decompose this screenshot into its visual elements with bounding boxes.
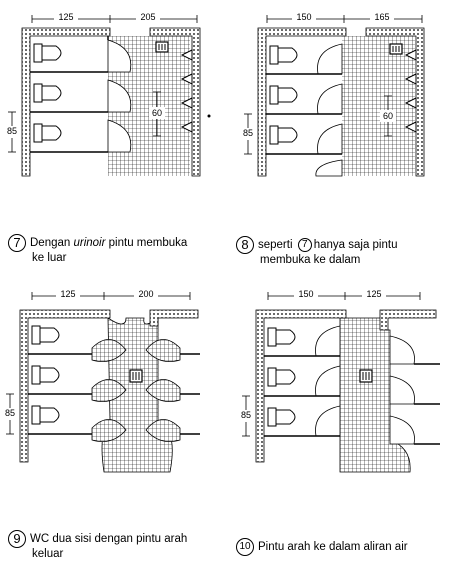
- panel-7-side-dimension: [4, 111, 20, 153]
- panel-9-dim-side: 85: [4, 408, 15, 418]
- panel-7-urinal: [180, 121, 193, 133]
- panel-7-inner-dimension: [149, 91, 165, 137]
- panel-9-toilet: [31, 365, 60, 385]
- panel-7-number: 7: [8, 234, 26, 252]
- panel-8-urinal: [404, 49, 417, 61]
- panel-10-dim-right: 125: [366, 289, 382, 299]
- panel-9-number: 9: [8, 530, 26, 548]
- panel-9-wall-right: [149, 309, 199, 327]
- panel-8-urinal: [404, 97, 417, 109]
- panel-8-wall-right: [365, 27, 425, 177]
- panel-8-dim-left: 150: [296, 12, 312, 22]
- panel-7-plan: [4, 13, 211, 177]
- panel-7-toilet: [33, 123, 62, 143]
- panel-8-inner-dimension: [380, 95, 396, 137]
- panel-8-plan: [240, 13, 425, 177]
- panel-8-urinal: [404, 121, 417, 133]
- panel-9-toilet: [31, 405, 60, 425]
- panel-8-side-dimension: [240, 113, 256, 155]
- panel-7-dim-inner: 60: [151, 108, 162, 118]
- panel-10-number: 10: [236, 538, 254, 556]
- panel-7-wall: [21, 27, 111, 177]
- panel-9-toilet: [31, 325, 60, 345]
- panel-7-dim-side: 85: [6, 126, 17, 136]
- panel-7-toilet: [33, 83, 62, 103]
- panel-8-number: 8: [236, 236, 254, 254]
- panel-8-urinal: [404, 73, 417, 85]
- panel-9-dim-left: 125: [60, 289, 76, 299]
- panel-9-side-dimension: [2, 393, 18, 435]
- panel-7-urinal: [180, 97, 193, 109]
- panel-8-toilet: [269, 45, 298, 65]
- panel-10-wall-right: [379, 309, 437, 331]
- panel-10-plan: [238, 290, 440, 473]
- panel-10-top-dimension: [267, 290, 421, 301]
- panel-7-top-dimension: [31, 13, 198, 24]
- panel-10-toilet: [267, 327, 296, 347]
- panel-7-wall-right: [149, 27, 201, 177]
- panel-10-dim-left: 150: [298, 289, 314, 299]
- panel-7-dim-left: 125: [58, 12, 74, 22]
- panel-8-dim-side: 85: [242, 128, 253, 138]
- panel-9-top-dimension: [31, 290, 191, 301]
- panel-8-top-dimension: [266, 13, 423, 24]
- panel-7-dim-right: 205: [140, 12, 156, 22]
- panel-7-toilet: [33, 43, 62, 63]
- panel-9-plan: [2, 290, 200, 473]
- panel-8-floor-area: [342, 36, 415, 176]
- panel-8-toilet: [269, 85, 298, 105]
- panel-8-dim-inner: 60: [382, 111, 393, 121]
- panel-10-dim-side: 85: [240, 410, 251, 420]
- panel-7-urinal: [180, 73, 193, 85]
- panel-8-dim-right: 165: [374, 12, 390, 22]
- panel-8-inline-ref: 7: [297, 238, 312, 252]
- panel-10-toilet: [267, 367, 296, 387]
- panel-10-side-dimension: [238, 395, 254, 437]
- panel-8-wall: [257, 27, 347, 177]
- panel-10-toilet: [267, 407, 296, 427]
- panel-9-dim-right: 200: [138, 289, 154, 299]
- panel-10-wall: [255, 309, 347, 463]
- panel-7-urinal: [180, 49, 193, 61]
- panel-10-floor-area: [339, 317, 411, 473]
- panel-8-toilet: [269, 125, 298, 145]
- panel-9-wall: [19, 309, 111, 463]
